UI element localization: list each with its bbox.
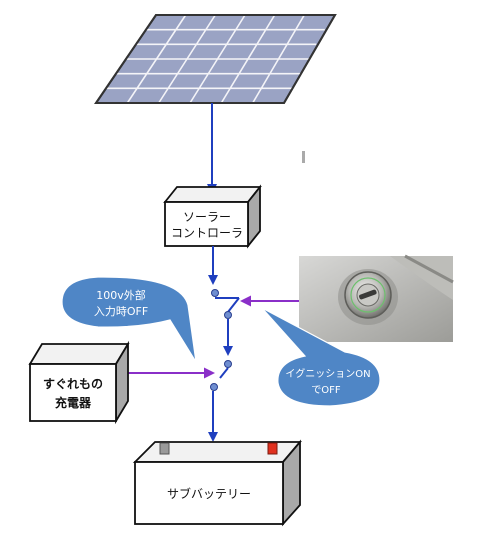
charger-label-line2: 充電器 [55,395,92,410]
switch1-top-contact [211,289,219,297]
ignition-callout-line2: でOFF [311,385,341,396]
charger-label-line1: すぐれもの [43,377,103,391]
switch2-bottom-contact [210,383,218,391]
battery-positive-terminal [267,442,278,455]
external-input-line1: 100v外部 [96,288,146,302]
external-input-callout: 100v外部 入力時OFF [61,276,197,363]
switch2-top-contact [224,360,232,368]
battery-label: サブバッテリー [167,486,251,501]
charger-box: すぐれもの 充電器 [28,340,130,425]
controller-label-line2: コントローラ [171,226,243,240]
sub-battery: サブバッテリー [132,439,302,527]
external-input-line2: 入力時OFF [94,305,148,318]
solar-panel [94,14,337,104]
charger-relay-switch [210,360,232,391]
battery-negative-terminal [159,442,170,455]
controller-label-line1: ソーラー [183,210,231,224]
ignition-key-photo [299,254,454,342]
ignition-callout-line1: イグニッションON [285,367,370,380]
ignition-callout: イグニッションON でOFF [261,307,381,407]
ignition-relay-switch [211,289,240,319]
switch1-bottom-contact [224,311,232,319]
solar-controller-box: ソーラー コントローラ [163,184,262,249]
stray-mark [302,151,305,163]
